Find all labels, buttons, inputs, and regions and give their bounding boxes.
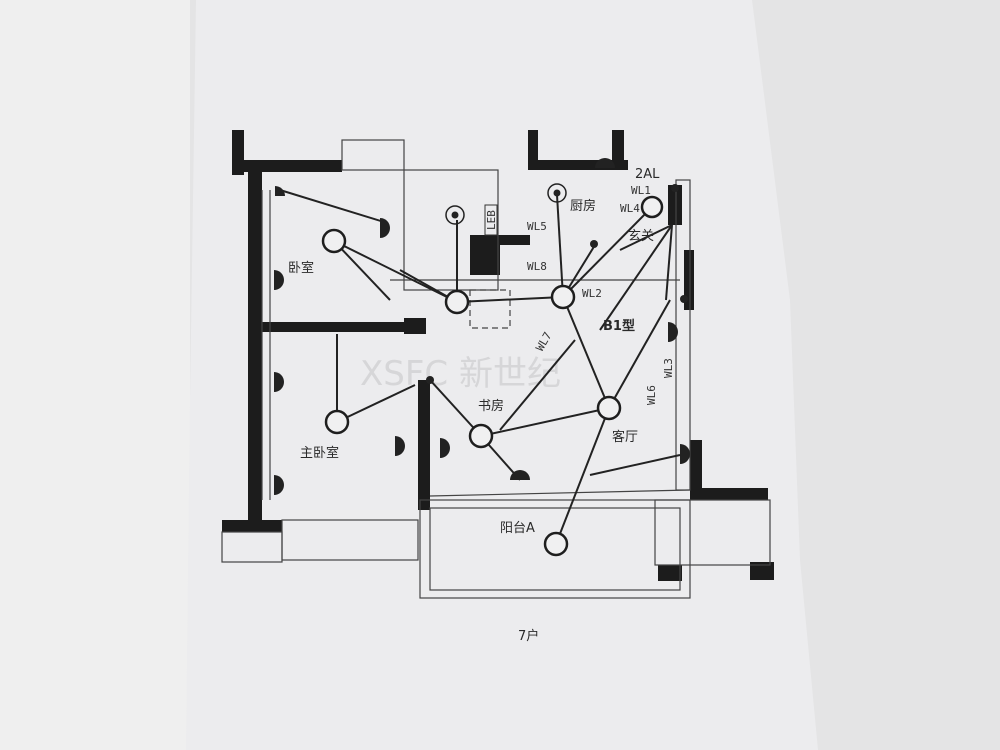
light-fixtures xyxy=(321,183,664,557)
circuit-label: WL6 xyxy=(645,385,658,405)
labels: 卧室 主卧室 书房 客厅 厨房 玄关 阳台A B1型 7户 2AL WL1 WL… xyxy=(288,167,675,644)
paper-sheet xyxy=(186,0,818,750)
ceiling-fan-icon xyxy=(445,205,465,225)
circuit-label: WL8 xyxy=(527,260,547,273)
light-icon xyxy=(550,284,576,310)
room-label-kitchen: 厨房 xyxy=(570,198,596,214)
light-icon xyxy=(324,409,350,435)
ceiling-fan-icon xyxy=(547,183,567,203)
unit-label: 7户 xyxy=(518,628,539,644)
walls xyxy=(222,130,774,581)
light-icon xyxy=(543,531,569,557)
circuit-label: WL1 xyxy=(631,184,651,197)
circuit-label: WL4 xyxy=(620,202,640,215)
panel-icon xyxy=(640,195,664,219)
sockets xyxy=(274,158,690,495)
type-label: B1型 xyxy=(603,318,635,334)
room-label-study: 书房 xyxy=(478,398,504,414)
room-label-foyer: 玄关 xyxy=(628,229,654,244)
light-icon xyxy=(321,228,347,254)
left-background xyxy=(0,0,190,750)
light-icon xyxy=(596,395,622,421)
room-label-bedroom: 卧室 xyxy=(288,260,314,276)
light-icon xyxy=(468,423,494,449)
room-label-master-bedroom: 主卧室 xyxy=(300,445,339,461)
light-icon xyxy=(444,289,470,315)
room-label-balcony: 阳台A xyxy=(500,521,535,536)
wiring xyxy=(279,189,681,545)
room-label-living-room: 客厅 xyxy=(612,429,638,445)
circuit-label: WL2 xyxy=(582,287,602,300)
circuit-label: WL3 xyxy=(662,358,675,378)
leb-label: LEB xyxy=(485,210,498,230)
watermark: XSFC 新世纪 xyxy=(360,354,561,394)
circuit-label: WL5 xyxy=(527,220,547,233)
panel-label: 2AL xyxy=(635,167,660,182)
